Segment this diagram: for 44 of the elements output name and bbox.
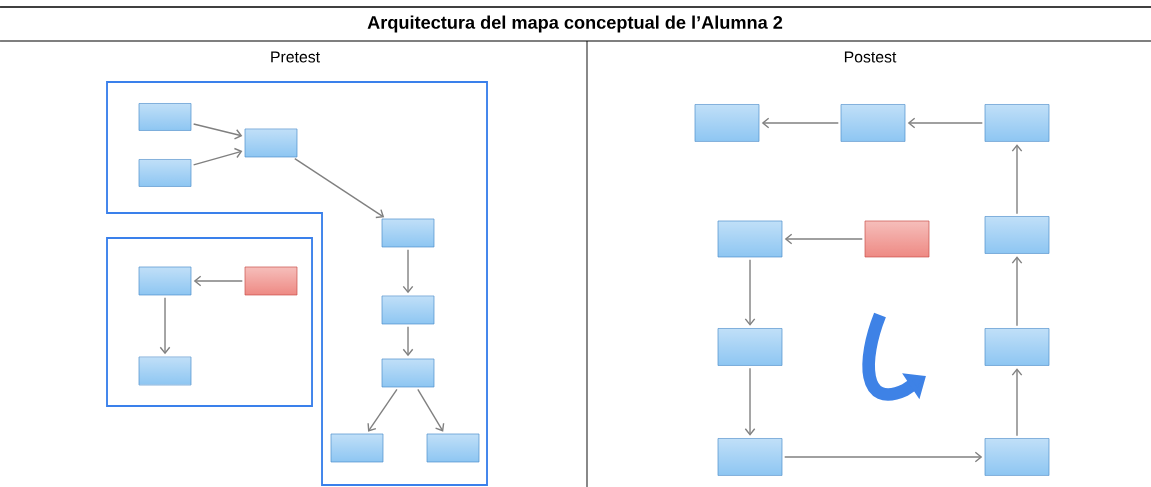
arrow [159, 297, 171, 355]
concept-box [864, 220, 930, 258]
arrow [784, 451, 983, 463]
group-outline [106, 81, 488, 486]
concept-box [138, 356, 192, 386]
concept-box [426, 433, 480, 463]
arrow [907, 117, 983, 129]
concept-box [244, 128, 298, 158]
arrow [193, 275, 243, 287]
concept-box [381, 295, 435, 325]
arrow [1011, 256, 1023, 327]
group-outline [106, 237, 313, 407]
arrow [761, 117, 839, 129]
concept-box [138, 159, 192, 187]
arrow [417, 388, 445, 432]
concept-box [984, 438, 1050, 476]
concept-box [984, 216, 1050, 254]
arrow [784, 233, 863, 245]
concept-box [840, 104, 906, 142]
concept-box [330, 433, 384, 463]
concept-box [138, 266, 192, 296]
concept-box [381, 358, 435, 388]
concept-box [717, 328, 783, 366]
arrow [402, 249, 414, 294]
panel-heading: Postest [844, 51, 897, 63]
arrow [192, 123, 243, 140]
title: Arquitectura del mapa conceptual de l’Alumna 2 [367, 15, 783, 33]
arrow [744, 367, 756, 436]
concept-box [717, 438, 783, 476]
arrow [744, 259, 756, 326]
concept-box [694, 104, 760, 142]
concept-box [984, 328, 1050, 366]
concept-box [984, 104, 1050, 142]
arrow [192, 147, 243, 166]
arrow [1011, 144, 1023, 215]
panel-heading: Pretest [271, 51, 320, 63]
arrow [367, 388, 398, 432]
arrow [294, 157, 385, 219]
arrow [1011, 368, 1023, 437]
concept-box [244, 266, 298, 296]
concept-box [717, 220, 783, 258]
concept-box [138, 103, 192, 131]
arrow [402, 326, 414, 357]
concept-box [381, 218, 435, 248]
